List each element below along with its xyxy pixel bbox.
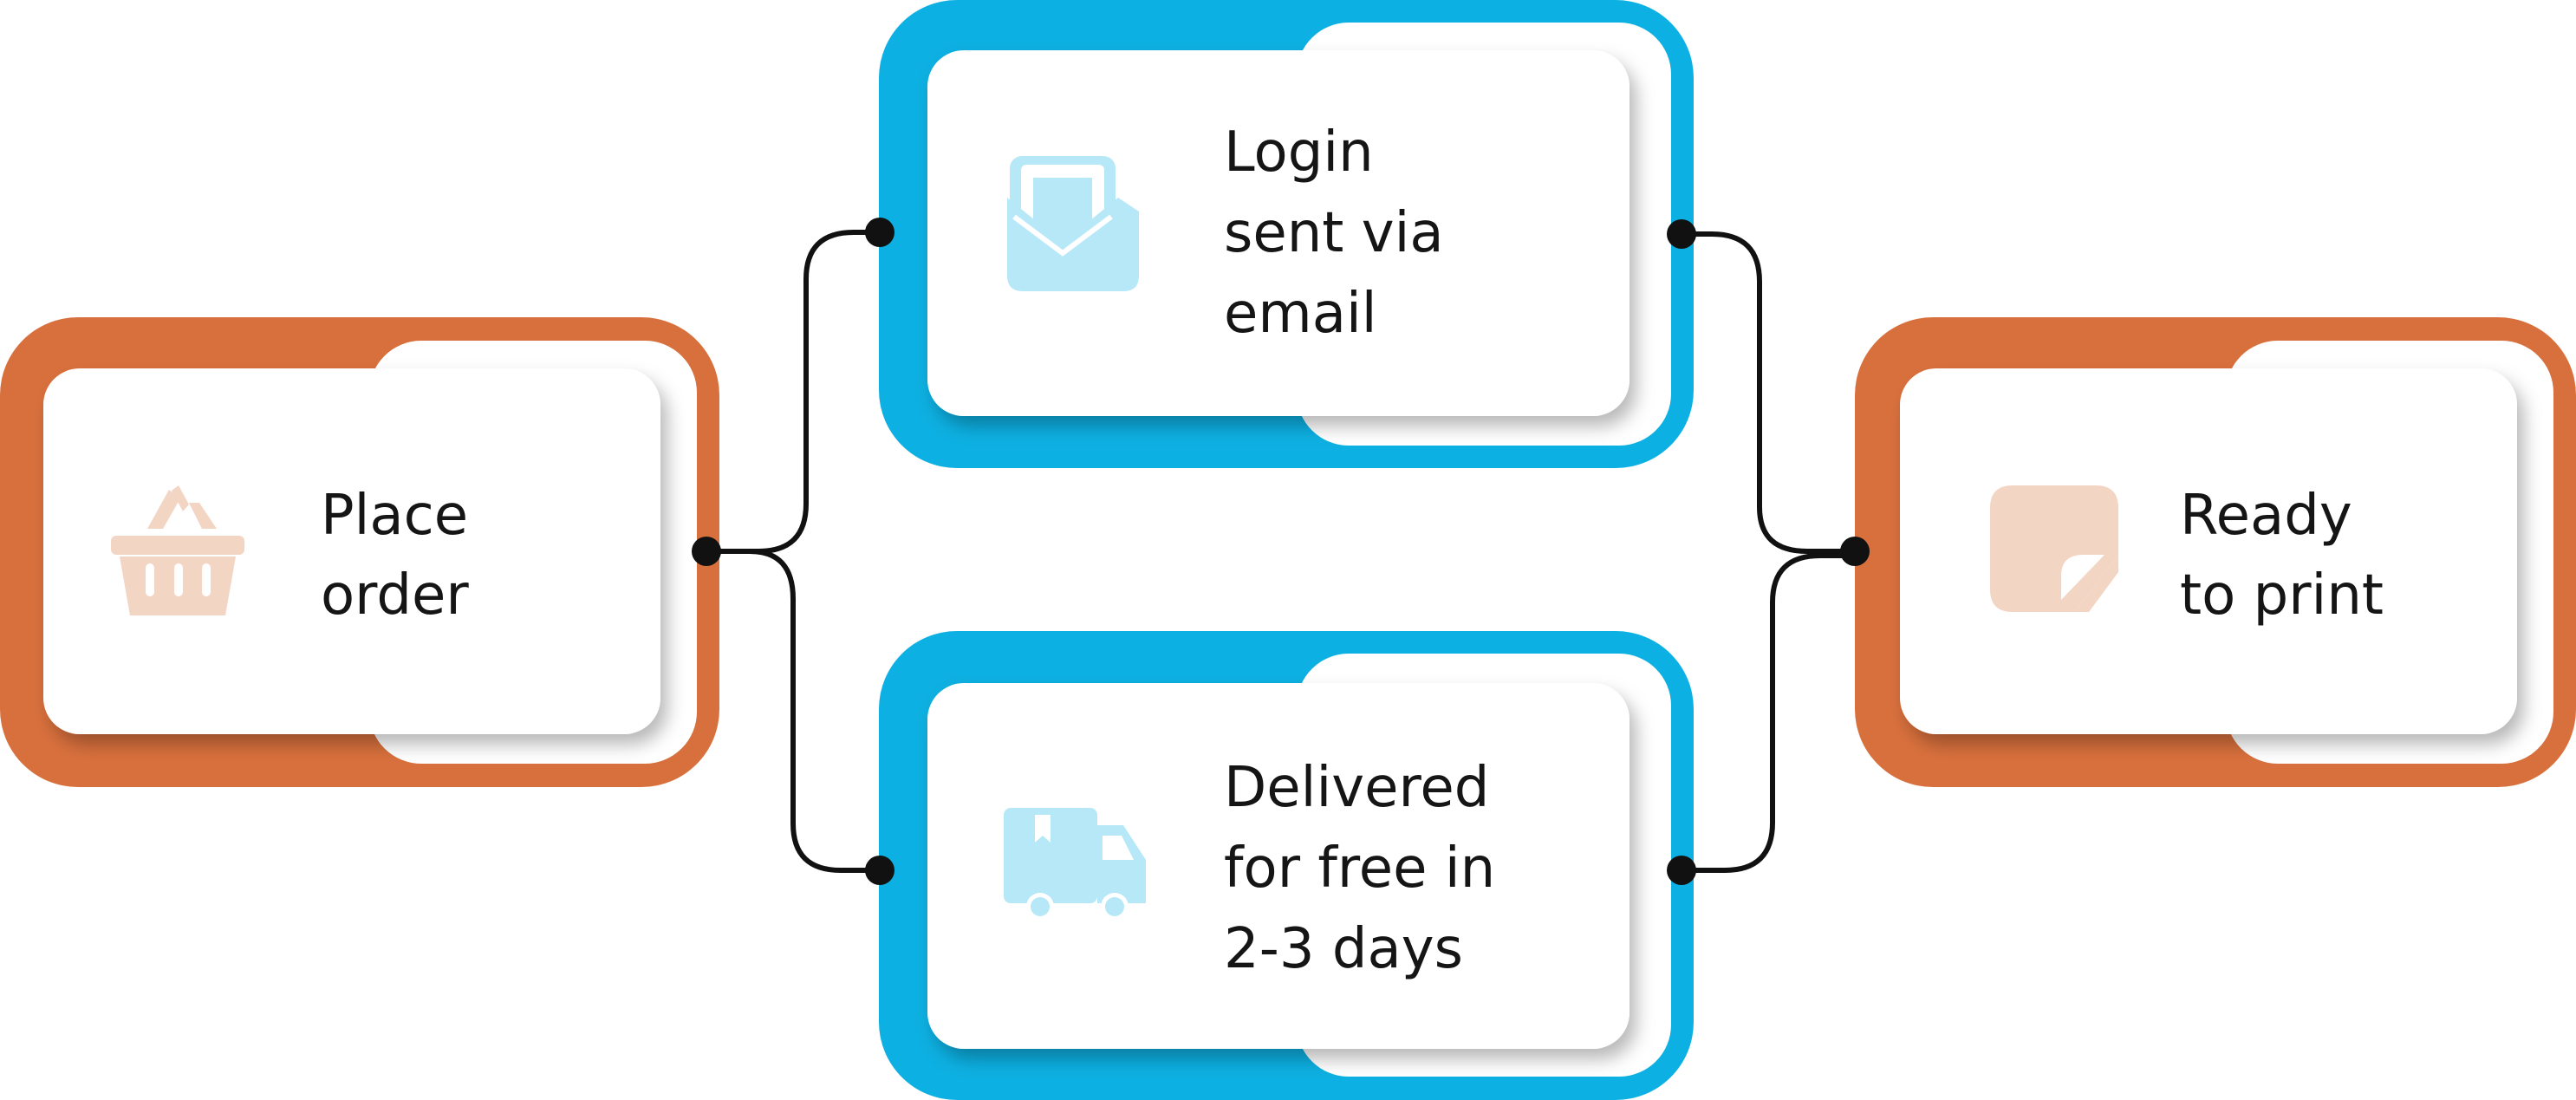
login-email-label-line: sent via: [1224, 201, 1444, 265]
connector-dot: [692, 537, 721, 566]
connectors: [706, 230, 1855, 873]
node-place-order: Place order: [0, 317, 719, 787]
login-email-label-line: Login: [1224, 120, 1374, 185]
connector-delivered-to-ready: [1682, 553, 1855, 873]
connector-dot: [1667, 219, 1696, 249]
login-email-label: Login sent via email: [1224, 120, 1461, 346]
delivered-card: [927, 683, 1630, 1049]
delivered-label-line: for free in: [1224, 836, 1495, 901]
ready-print-label-line: to print: [2180, 563, 2384, 628]
node-ready-print: Ready to print: [1855, 317, 2576, 787]
connector-place-to-delivered: [706, 549, 880, 873]
connector-dot: [865, 856, 894, 885]
place-order-label-line: order: [321, 563, 469, 628]
delivered-label-line: 2-3 days: [1224, 917, 1463, 981]
login-email-card: [927, 50, 1630, 416]
connector-place-to-login: [706, 230, 880, 554]
connector-login-to-ready: [1682, 231, 1855, 554]
place-order-label-line: Place: [321, 484, 468, 548]
ready-print-label-line: Ready: [2180, 484, 2352, 548]
place-order-label: Place order: [321, 484, 486, 628]
connector-dots: [692, 218, 1870, 885]
sticky-note-icon: [1990, 485, 2118, 612]
connector-dot: [1840, 537, 1870, 566]
place-order-card: [43, 368, 660, 734]
login-email-label-line: email: [1224, 282, 1377, 346]
node-login-email: Login sent via email: [879, 0, 1694, 468]
delivered-label-line: Delivered: [1224, 756, 1489, 820]
connector-dot: [865, 218, 894, 247]
envelope-icon: [1007, 156, 1139, 291]
truck-icon: [1004, 808, 1146, 921]
node-delivered: Delivered for free in 2-3 days: [879, 631, 1694, 1100]
delivered-label: Delivered for free in 2-3 days: [1224, 756, 1513, 981]
ready-print-card: [1900, 368, 2517, 734]
ready-print-label: Ready to print: [2180, 484, 2384, 628]
connector-dot: [1667, 856, 1696, 885]
